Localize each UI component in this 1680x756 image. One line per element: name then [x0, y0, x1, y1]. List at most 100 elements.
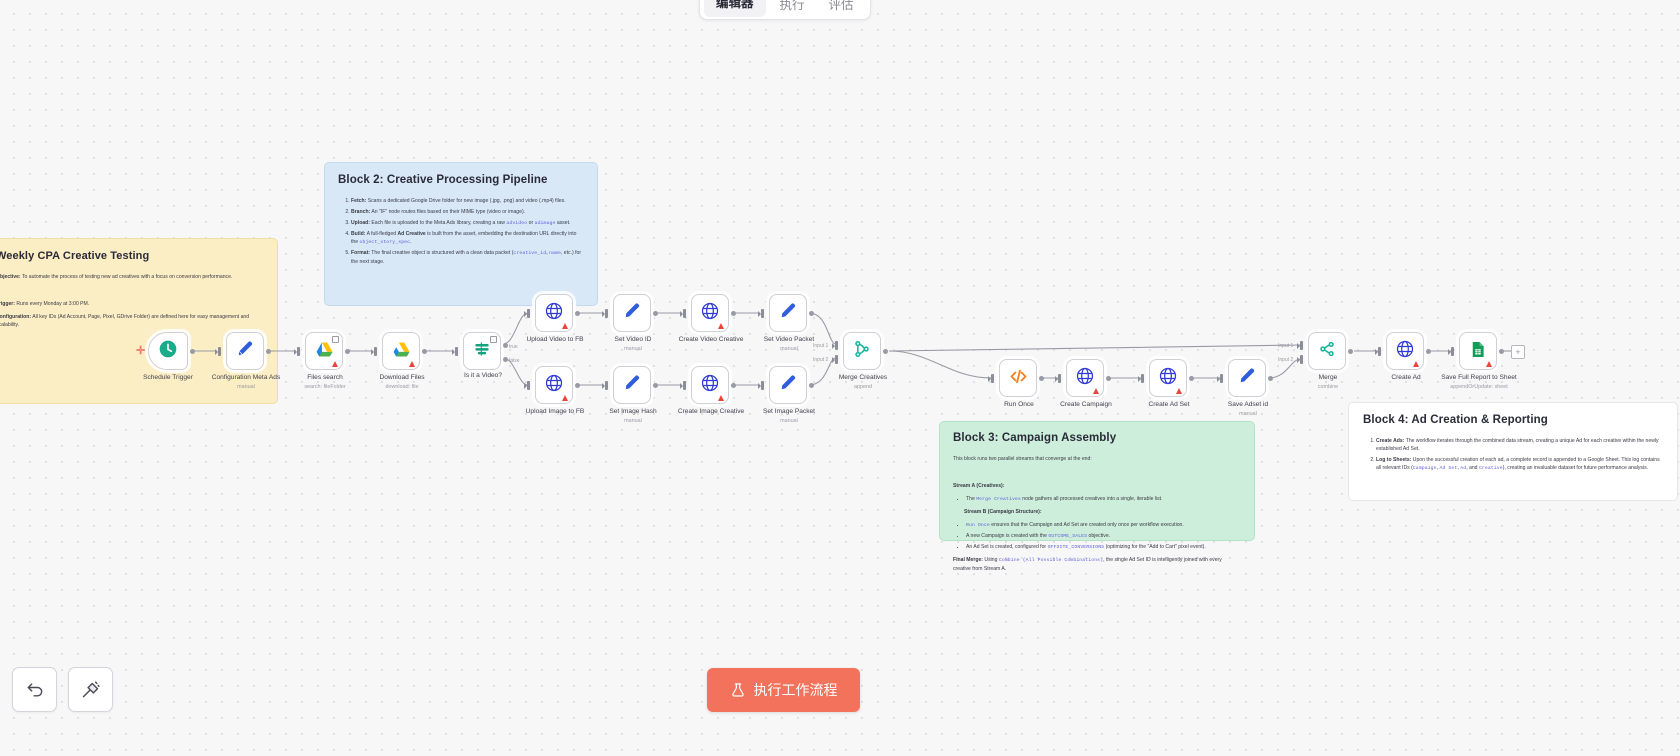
undo-button[interactable]: [12, 667, 57, 712]
output-port[interactable]: [883, 348, 888, 354]
tab-evaluations[interactable]: 评估: [828, 0, 854, 12]
sticky-note-block-4[interactable]: Block 4: Ad Creation & Reporting Create …: [1348, 402, 1678, 501]
block3-final-label: Final Merge:: [953, 557, 984, 564]
output-port-false[interactable]: [503, 356, 508, 362]
google-sheets-icon: [1469, 340, 1487, 363]
block3-title: Block 3: Campaign Assembly: [953, 432, 1117, 444]
input-port[interactable]: [602, 308, 608, 318]
add-node-badge-icon[interactable]: [332, 336, 339, 343]
code-icon: [1008, 366, 1029, 391]
add-node-button[interactable]: +: [1511, 345, 1525, 359]
editor-tab-bar[interactable]: 编辑器 执行 评估: [699, 0, 871, 20]
node-create-image-creative[interactable]: Create Image Creative: [678, 366, 744, 415]
block3-intro: This block runs two parallel streams tha…: [953, 456, 1092, 462]
block3-streamA-item: The Merge Creatives node gathers all pro…: [966, 495, 1241, 504]
add-node-badge-icon[interactable]: [490, 336, 497, 343]
input-port[interactable]: [602, 380, 608, 390]
globe-icon: [1395, 339, 1415, 363]
warning-icon: [1176, 388, 1182, 394]
sticky-note-block-3[interactable]: Block 3: Campaign Assembly This block ru…: [939, 421, 1255, 572]
output-port[interactable]: [1039, 375, 1044, 381]
node-schedule-trigger[interactable]: Schedule Trigger: [143, 332, 195, 381]
input-port[interactable]: [758, 380, 764, 390]
output-port[interactable]: [575, 382, 580, 388]
input-port[interactable]: [1138, 373, 1144, 383]
warning-icon: [718, 323, 724, 329]
output-port[interactable]: [1106, 375, 1111, 381]
merge-icon: [1317, 339, 1337, 363]
input-port[interactable]: [524, 380, 530, 390]
block3-body: This block runs two parallel streams tha…: [953, 455, 1241, 573]
node-create-ad[interactable]: Create Ad: [1375, 332, 1431, 381]
input-port[interactable]: [1375, 346, 1381, 356]
output-port[interactable]: [1189, 375, 1194, 381]
input-port[interactable]: [524, 308, 530, 318]
clock-icon: [158, 339, 178, 363]
node-run-once[interactable]: Run Once: [988, 359, 1044, 408]
input-port-1[interactable]: [832, 340, 838, 350]
warning-icon: [562, 323, 568, 329]
input-port[interactable]: [294, 346, 300, 356]
output-port[interactable]: [190, 348, 195, 354]
output-port[interactable]: [422, 348, 427, 354]
execute-workflow-button[interactable]: 执行工作流程: [707, 668, 860, 712]
output-port[interactable]: [1268, 375, 1273, 381]
sticky-note-overview[interactable]: Weekly CPA Creative Testing Objective: T…: [0, 238, 278, 404]
output-port[interactable]: [653, 382, 658, 388]
node-upload-image-to-fb[interactable]: Upload Image to FB: [524, 366, 584, 415]
input-port[interactable]: [1217, 373, 1223, 383]
tidy-up-button[interactable]: [68, 667, 113, 712]
input-port-2[interactable]: [1297, 354, 1303, 364]
output-port[interactable]: [266, 348, 271, 354]
input-port[interactable]: [215, 346, 221, 356]
output-port[interactable]: [345, 348, 350, 354]
output-port-true[interactable]: [503, 342, 508, 348]
undo-arrow-icon: [27, 682, 42, 697]
input-port[interactable]: [1448, 346, 1454, 356]
block2-title: Block 2: Creative Processing Pipeline: [338, 174, 548, 186]
output-port[interactable]: [809, 310, 814, 316]
output-port[interactable]: [1499, 348, 1504, 354]
google-drive-icon: [315, 340, 334, 363]
tab-executions[interactable]: 执行: [779, 0, 805, 12]
output-port[interactable]: [1348, 348, 1353, 354]
node-create-campaign[interactable]: Create Campaign: [1055, 359, 1112, 408]
input-port[interactable]: [371, 346, 377, 356]
input-port-2[interactable]: [832, 354, 838, 364]
input-port[interactable]: [680, 380, 686, 390]
tab-editor[interactable]: 编辑器: [704, 0, 766, 17]
input-port[interactable]: [680, 308, 686, 318]
output-port[interactable]: [653, 310, 658, 316]
node-is-it-a-video[interactable]: true false Is it a Video?: [452, 332, 520, 379]
input-port[interactable]: [988, 373, 994, 383]
sticky-note-block-2[interactable]: Block 2: Creative Processing Pipeline Fe…: [324, 162, 598, 306]
output-port[interactable]: [809, 382, 814, 388]
input-port[interactable]: [1055, 373, 1061, 383]
input-port[interactable]: [758, 308, 764, 318]
input-port-1[interactable]: [1297, 340, 1303, 350]
tidy-up-icon: [82, 680, 100, 697]
input-port[interactable]: [452, 346, 458, 356]
output-port[interactable]: [731, 382, 736, 388]
output-port[interactable]: [731, 310, 736, 316]
output-port[interactable]: [1426, 348, 1431, 354]
node-upload-video-to-fb[interactable]: Upload Video to FB: [524, 294, 584, 343]
pencil-icon: [778, 373, 798, 397]
node-create-video-creative[interactable]: Create Video Creative: [679, 294, 743, 343]
output-port[interactable]: [575, 310, 580, 316]
node-create-ad-set[interactable]: Create Ad Set: [1138, 359, 1194, 408]
add-first-step-icon[interactable]: ✛: [136, 345, 146, 357]
